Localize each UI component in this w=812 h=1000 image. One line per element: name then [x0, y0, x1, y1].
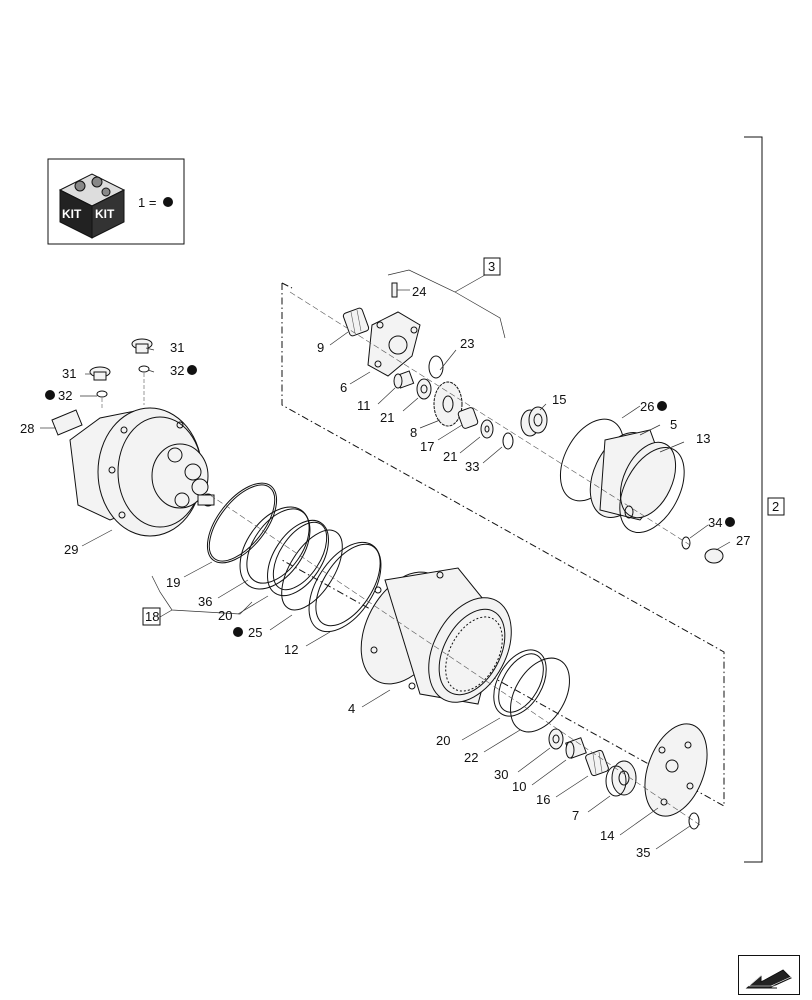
nameplate-28 [51, 409, 83, 436]
group-label-3: 3 [488, 259, 495, 274]
callout-31-top: 31 [170, 340, 184, 355]
cover-5 [589, 429, 677, 521]
bearing-9 [342, 307, 370, 337]
group-bracket-3: 3 [387, 257, 506, 339]
needle-bearing-16 [585, 749, 609, 777]
callout-33: 33 [465, 459, 479, 474]
callout-35: 35 [636, 845, 650, 860]
callout-17: 17 [420, 439, 434, 454]
callout-27: 27 [736, 533, 750, 548]
callout-23: 23 [460, 336, 474, 351]
bearing-17 [457, 407, 479, 429]
callout-5: 5 [670, 417, 677, 432]
callout-26: 26 [640, 399, 654, 414]
callout-12: 12 [284, 642, 298, 657]
seal-12 [308, 541, 382, 633]
ring-34 [681, 536, 691, 550]
callout-21-lower: 21 [443, 449, 457, 464]
group-label-2: 2 [772, 499, 779, 514]
ring-gear-housing-4 [360, 567, 512, 705]
group-bracket-2: 2 [744, 136, 785, 863]
group-label-box-2 [767, 497, 785, 516]
bushing-15 [520, 406, 548, 437]
kit-bullet-25-icon [233, 627, 243, 637]
callout-9: 9 [317, 340, 324, 355]
callout-13: 13 [696, 431, 710, 446]
callouts: 24 9 23 6 11 21 8 17 21 33 15 26 5 13 34… [20, 284, 750, 860]
group-bracket-18: 18 [142, 575, 253, 626]
snap-ring-22 [510, 657, 570, 733]
callout-7: 7 [572, 808, 579, 823]
center-axis-lines [209, 291, 701, 826]
callout-15: 15 [552, 392, 566, 407]
kit-legend-text: 1 = [138, 195, 156, 210]
seal-25 [281, 529, 343, 611]
o-ring-13 [619, 446, 685, 534]
group-label-18: 18 [145, 609, 159, 624]
callout-24: 24 [412, 284, 426, 299]
callout-36: 36 [198, 594, 212, 609]
planet-gear-7 [605, 760, 637, 797]
kit-bullet-32-top-icon [187, 365, 197, 375]
kit-label-left: KIT [62, 207, 82, 221]
callout-21-upper: 21 [380, 410, 394, 425]
group-label-box-18 [142, 607, 161, 626]
kit-bullet-34-icon [725, 517, 735, 527]
spacer-11 [393, 370, 415, 389]
callout-14: 14 [600, 828, 614, 843]
callout-29: 29 [64, 542, 78, 557]
next-page-arrow-icon [745, 967, 794, 989]
callout-25: 25 [248, 625, 262, 640]
washer-30 [548, 728, 564, 750]
group-label-box-3 [483, 257, 501, 276]
spacer-10 [565, 737, 587, 759]
motor-housing [69, 407, 215, 537]
kit-label-right: KIT [95, 207, 115, 221]
callout-32-top: 32 [170, 363, 184, 378]
plug-31-left [89, 366, 111, 410]
next-page-button[interactable] [738, 955, 800, 995]
pin-24 [391, 282, 398, 298]
washer-21-lower [480, 419, 494, 439]
callout-11: 11 [357, 398, 371, 413]
kit-box-icon: KIT KIT [58, 173, 126, 239]
snap-ring-35 [688, 812, 700, 830]
callout-30: 30 [494, 767, 508, 782]
assembly-dashed-outline [281, 283, 725, 807]
callout-31-left: 31 [62, 366, 76, 381]
sun-gear-8 [433, 381, 463, 427]
bearing-ring-36 [239, 506, 311, 590]
callout-20-upper: 20 [218, 608, 232, 623]
carrier-6 [367, 311, 421, 377]
kit-bullet-26-icon [657, 401, 667, 411]
o-ring-19 [206, 482, 278, 564]
callout-6: 6 [340, 380, 347, 395]
kit-legend: KIT KIT 1 = [47, 158, 185, 245]
plug-27 [704, 548, 724, 564]
callout-32-left: 32 [58, 388, 72, 403]
ring-33 [502, 432, 514, 450]
callout-28: 28 [20, 421, 34, 436]
ring-23 [428, 355, 444, 379]
ring-20-lower [493, 649, 547, 717]
callout-8: 8 [410, 425, 417, 440]
callout-22: 22 [464, 750, 478, 765]
leader-lines [40, 289, 731, 850]
cover-plate-14 [644, 723, 708, 817]
kit-bullet-32-left-icon [45, 390, 55, 400]
callout-10: 10 [512, 779, 526, 794]
callout-16: 16 [536, 792, 550, 807]
plug-31-top [131, 338, 153, 405]
callout-19: 19 [166, 575, 180, 590]
callout-4: 4 [348, 701, 355, 716]
callout-34: 34 [708, 515, 722, 530]
callout-20-lower: 20 [436, 733, 450, 748]
washer-21-upper [416, 378, 432, 400]
kit-bullet-icon [163, 197, 173, 207]
